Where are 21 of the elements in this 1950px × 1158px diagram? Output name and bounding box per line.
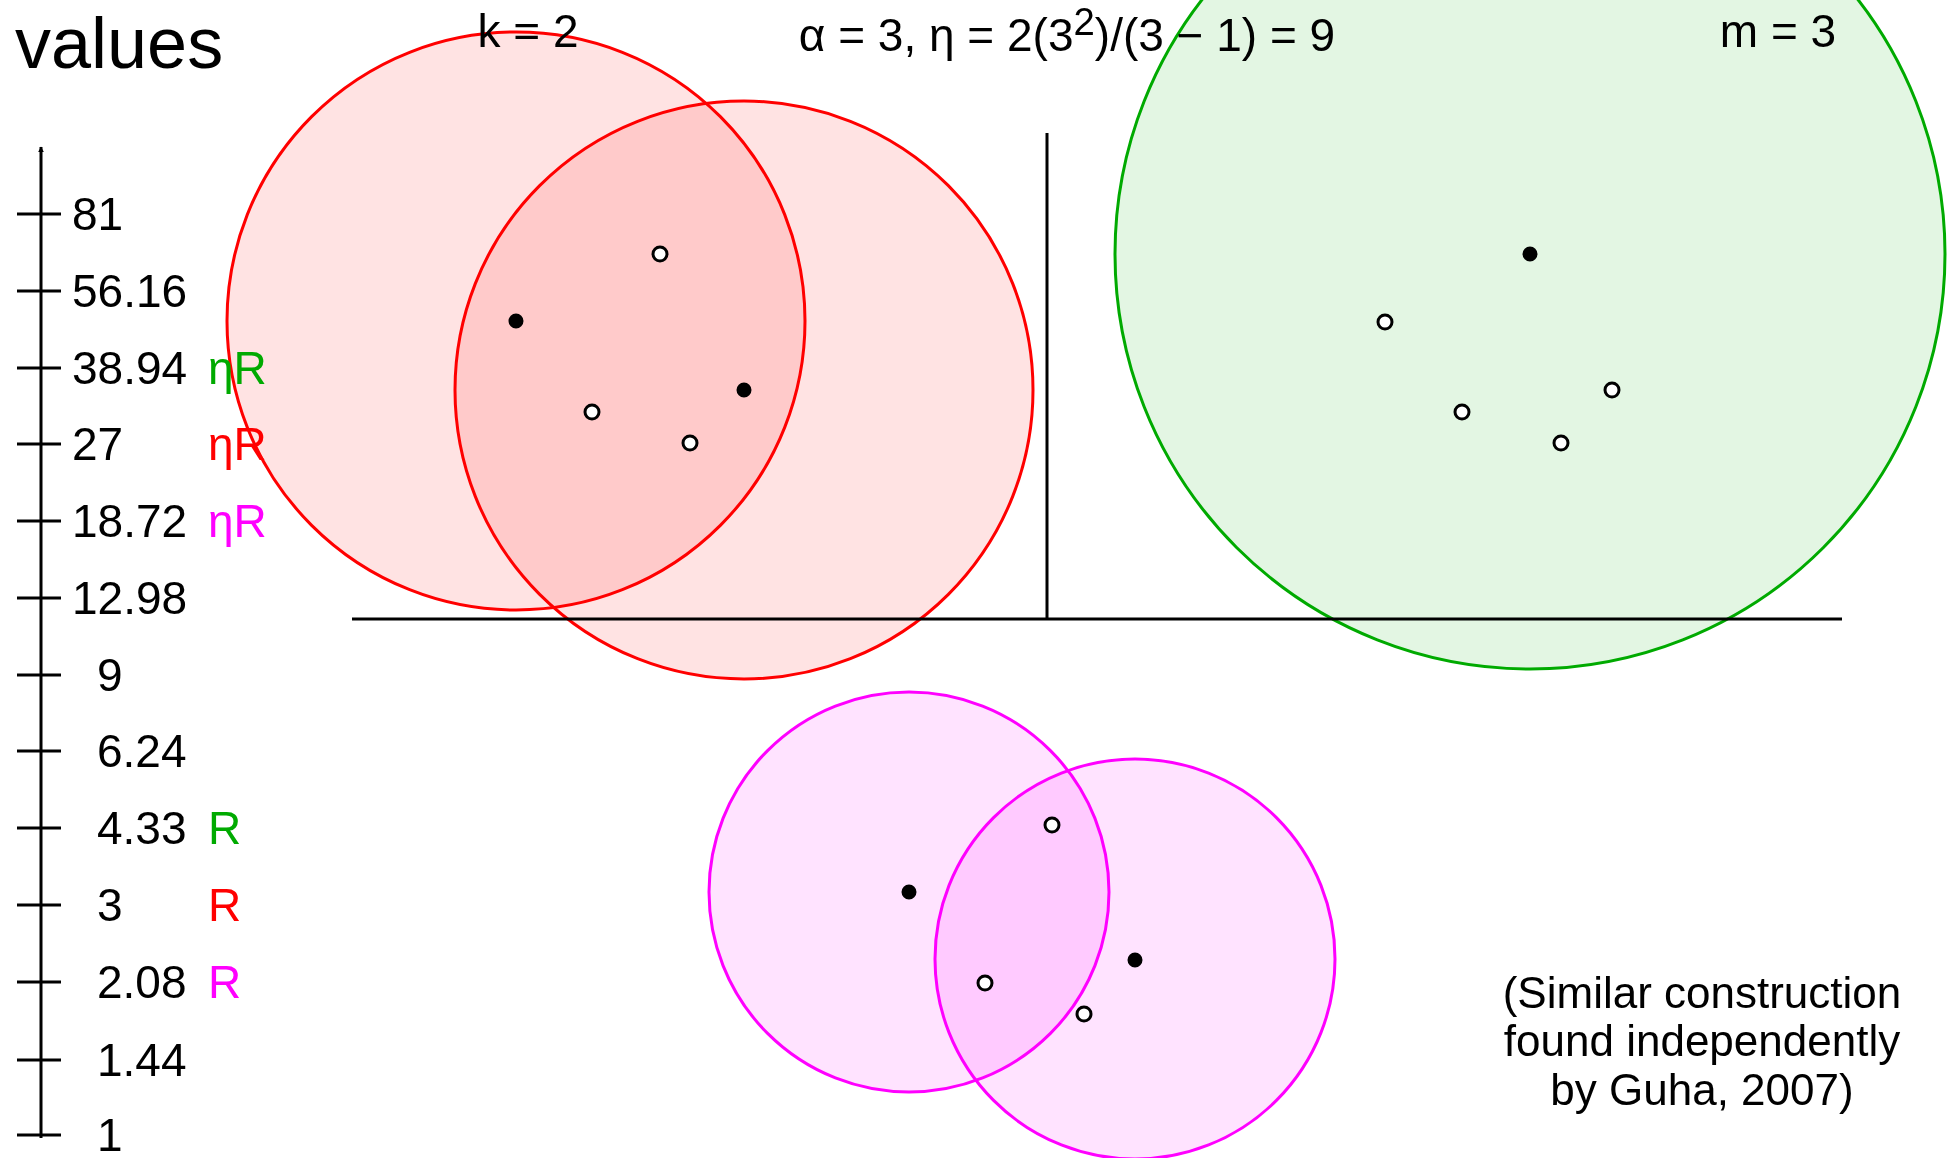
series-label: ηR (208, 495, 267, 547)
tick-label: 1 (97, 1109, 123, 1158)
tick-label: 2.08 (97, 956, 187, 1008)
series-label: R (208, 802, 242, 854)
tick-label: 3 (97, 879, 123, 931)
tick-label: 6.24 (97, 725, 187, 777)
tick-label: 27 (72, 418, 124, 470)
tick-label: 81 (72, 188, 124, 240)
axis-title: values (15, 4, 224, 84)
series-label: R (208, 956, 242, 1008)
tick-label: 56.16 (72, 265, 188, 317)
tick-label: 9 (97, 649, 123, 701)
tick-label: 1.44 (97, 1034, 187, 1086)
tick-label: 18.72 (72, 495, 188, 547)
tick-label: 38.94 (72, 342, 188, 394)
formula-label: α = 3, η = 2(3$^{2}$)/(3 − 1) = 9 (798, 1, 1336, 61)
tick-label: 12.98 (72, 572, 188, 624)
parameter-label: m = 3 (1719, 5, 1837, 57)
series-label: R (208, 879, 242, 931)
tick-label: 4.33 (97, 802, 187, 854)
note-text: (Similar construction found independently by Guha, 2007) (1501, 969, 1903, 1115)
